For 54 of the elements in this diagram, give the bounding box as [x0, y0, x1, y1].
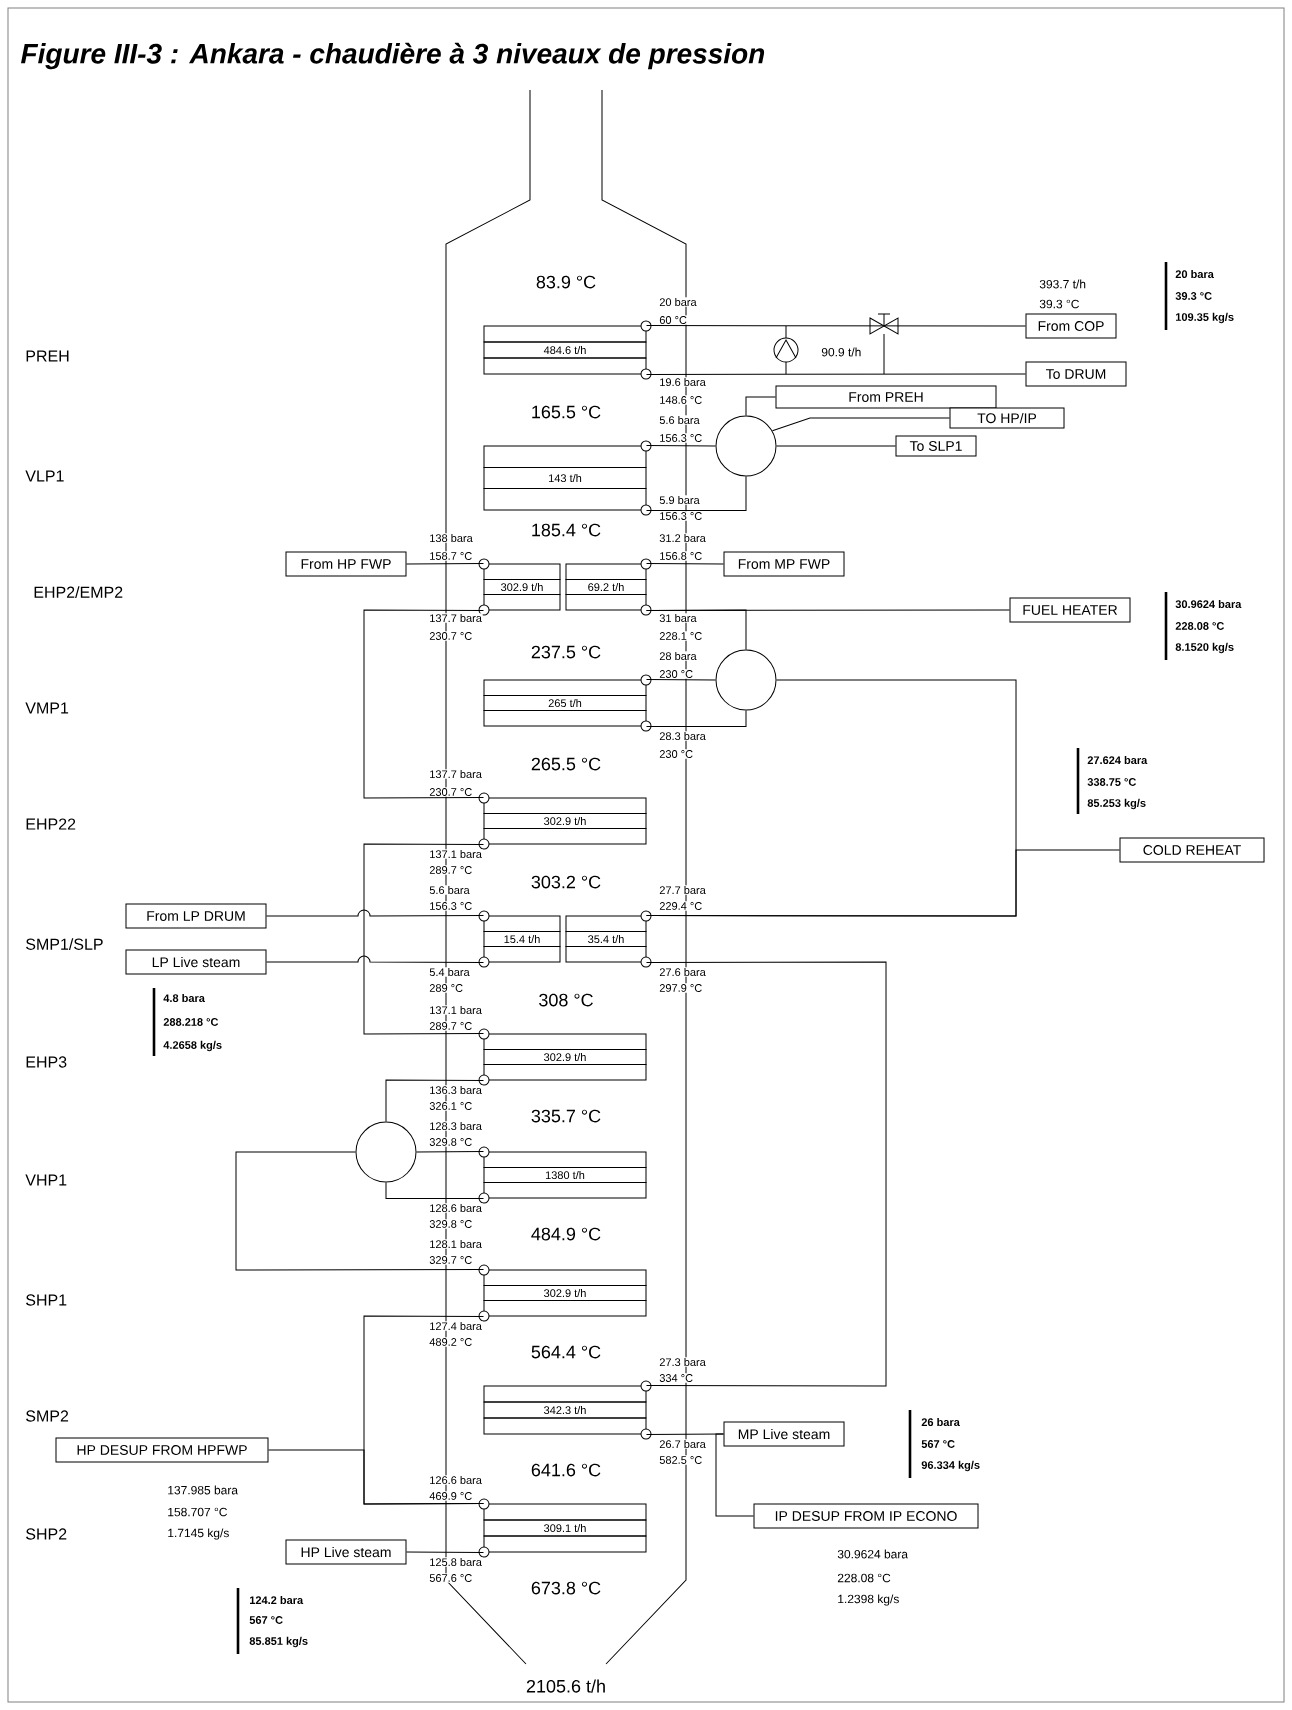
- pipe-line: [646, 476, 747, 511]
- temperature-label: 303.2 °C: [530, 874, 602, 890]
- temperature-label: 185.4 °C: [530, 522, 602, 538]
- zone-name: VHP1: [25, 1174, 67, 1186]
- pipe-line: [646, 563, 724, 565]
- pipe-line: [646, 325, 1026, 327]
- temperature-label: 335.7 °C: [530, 1108, 602, 1124]
- zone-name: SMP1/SLP: [26, 938, 103, 950]
- zone-name: SHP1: [26, 1294, 67, 1306]
- pipe-line: [406, 1551, 484, 1553]
- pipe-line: [646, 710, 747, 727]
- pipe-line: [235, 1151, 484, 1271]
- pipe-line: [646, 609, 747, 650]
- temperature-label: 83.9 °C: [535, 274, 597, 290]
- pipe-line: [646, 849, 1120, 917]
- zone-name: EHP3: [26, 1056, 67, 1068]
- zone-name: EHP22: [26, 818, 76, 830]
- pipe-line: [646, 373, 1026, 375]
- temperature-label: 308 °C: [537, 992, 595, 1008]
- zone-name: EHP2/EMP2: [34, 586, 123, 598]
- temperature-label: 265.5 °C: [530, 756, 602, 772]
- pipe-line: [776, 445, 896, 447]
- pipe-line: [646, 445, 716, 447]
- drum: [715, 415, 777, 477]
- temperature-label: 673.8 °C: [530, 1580, 602, 1596]
- pipe-line: [646, 961, 887, 1387]
- figure-title: Figure III-3 : Ankara - chaudière à 3 niveaux de pression: [21, 42, 765, 70]
- temperature-label: 484.9 °C: [530, 1226, 602, 1242]
- zone-name: PREH: [26, 350, 69, 362]
- temperature-label: 237.5 °C: [530, 644, 602, 660]
- pipe-line: [646, 679, 716, 681]
- pipe-line: [883, 333, 885, 375]
- zone-name: SMP2: [26, 1410, 69, 1422]
- pipe-line: [771, 417, 950, 432]
- pipe-line: [385, 1079, 484, 1122]
- zone-name: SHP2: [26, 1528, 67, 1540]
- pipe-line: [268, 1449, 484, 1505]
- pipe-line: [266, 955, 484, 963]
- pipe-line: [715, 1433, 754, 1517]
- pipe-line: [363, 843, 484, 1035]
- temperature-label: 2105.6 t/h: [525, 1678, 607, 1694]
- pipe-line: [385, 1182, 484, 1199]
- pipe-line: [416, 1151, 484, 1153]
- drum: [355, 1121, 417, 1183]
- pipe-line: [745, 396, 776, 416]
- zone-name: VMP1: [25, 702, 69, 714]
- pipe-line: [266, 909, 484, 917]
- pipe-line: [363, 609, 484, 799]
- drum: [715, 649, 777, 711]
- temperature-label: 165.5 °C: [530, 404, 602, 420]
- temperature-label: 564.4 °C: [530, 1344, 602, 1360]
- pipe-line: [406, 563, 484, 565]
- zone-name: VLP1: [25, 470, 64, 482]
- temperature-label: 641.6 °C: [530, 1462, 602, 1478]
